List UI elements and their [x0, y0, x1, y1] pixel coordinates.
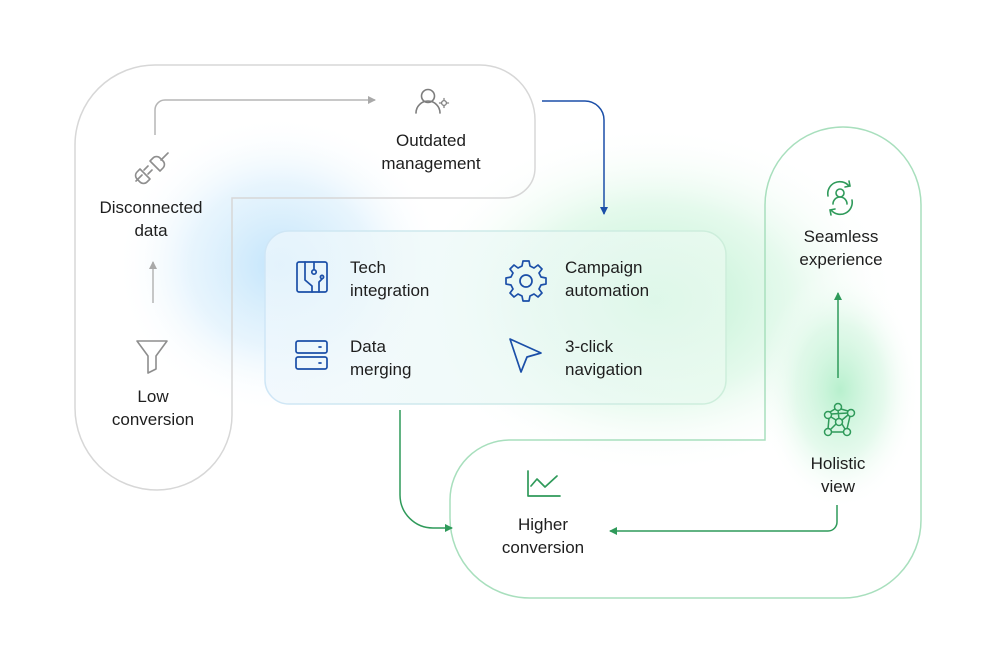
server-icon — [295, 340, 328, 370]
label-tech-integration: Tech integration — [350, 258, 430, 300]
network-icon — [823, 402, 856, 437]
green-loop-outline — [449, 126, 922, 599]
circuit-icon — [296, 261, 328, 293]
green-glow-right — [760, 270, 920, 510]
user-sync-icon — [826, 180, 854, 216]
label-campaign-automation: Campaign automation — [565, 258, 650, 300]
gear-icon — [505, 260, 547, 302]
label-outdated-management: Outdated management — [381, 131, 481, 173]
label-data-merging: Data merging — [350, 337, 412, 379]
line-chart-icon — [527, 470, 561, 497]
arrow-holistic-to-higher — [609, 505, 838, 535]
arrow-panel-to-higher — [399, 410, 453, 532]
label-disconnected-data: Disconnected data — [99, 198, 203, 240]
arrow-disconnected-to-outdated — [154, 96, 376, 135]
cursor-icon — [509, 338, 542, 373]
label-3-click-navigation: 3-click navigation — [565, 337, 643, 379]
unplugged-icon — [134, 152, 169, 185]
gray-loop-outline — [74, 64, 536, 491]
user-gear-icon — [415, 88, 450, 114]
solutions-panel — [264, 230, 727, 405]
funnel-icon — [136, 340, 168, 374]
label-low-conversion: Low conversion — [111, 387, 195, 429]
arrow-outdated-to-panel — [542, 100, 608, 215]
label-seamless-experience: Seamless experience — [799, 227, 883, 269]
label-higher-conversion: Higher conversion — [501, 515, 585, 557]
label-holistic-view: Holistic view — [810, 454, 866, 496]
